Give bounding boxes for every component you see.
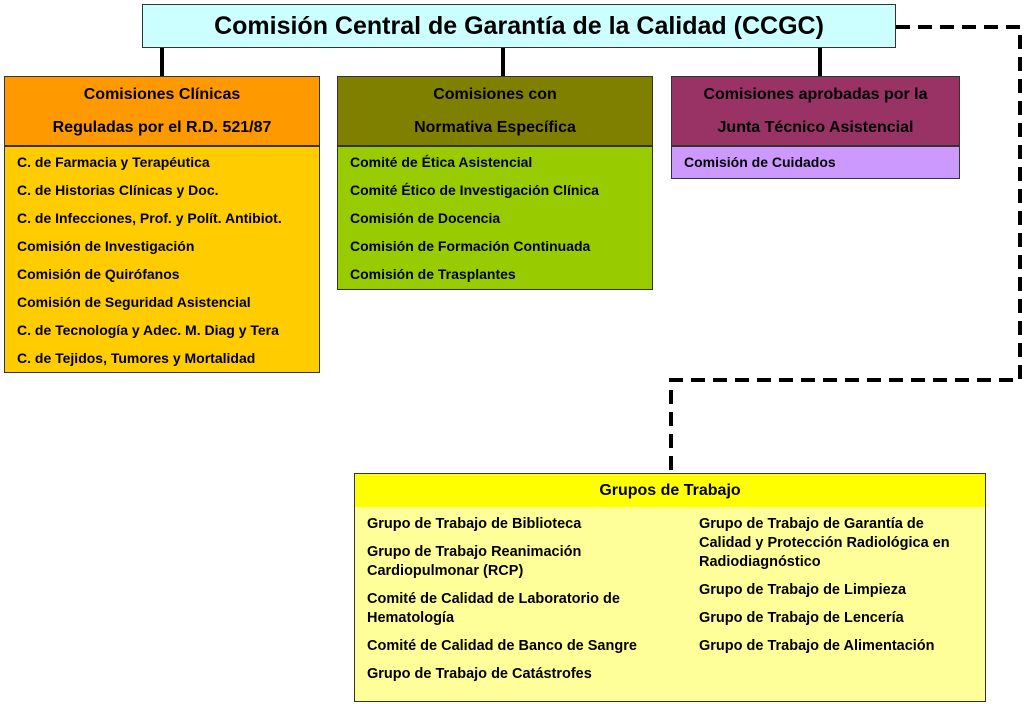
grupos-left-column: Grupo de Trabajo de Biblioteca Grupo de … bbox=[367, 515, 667, 693]
grupos-right-column: Grupo de Trabajo de Garantía de Calidad … bbox=[699, 515, 979, 665]
list-item: Grupo de Trabajo de Catástrofes bbox=[367, 666, 592, 682]
list-item: C. de Tejidos, Tumores y Mortalidad bbox=[17, 350, 256, 366]
clinicas-list: C. de Farmacia y Terapéutica C. de Histo… bbox=[4, 146, 320, 373]
normativa-header: Comisiones con Normativa Específica bbox=[337, 76, 653, 146]
list-item: C. de Tecnología y Adec. M. Diag y Tera bbox=[17, 322, 279, 338]
connector-line bbox=[160, 48, 164, 76]
header-line: Normativa Específica bbox=[414, 119, 576, 136]
list-item: Grupo de Trabajo de Alimentación bbox=[699, 638, 935, 654]
list-item: Comité de Calidad de Laboratorio de Hema… bbox=[367, 591, 620, 626]
list-item: Grupo de Trabajo de Lencería bbox=[699, 610, 904, 626]
header-line: Reguladas por el R.D. 521/87 bbox=[52, 119, 272, 136]
grupos-body: Grupo de Trabajo de Biblioteca Grupo de … bbox=[354, 507, 986, 702]
header-line: Comisiones con bbox=[433, 86, 557, 103]
junta-list: Comisión de Cuidados bbox=[671, 146, 960, 179]
list-item: Comisión de Investigación bbox=[17, 238, 195, 254]
normativa-list: Comité de Ética Asistencial Comité Ético… bbox=[337, 146, 653, 290]
list-item: C. de Historias Clínicas y Doc. bbox=[17, 182, 219, 198]
list-item: Comité de Calidad de Banco de Sangre bbox=[367, 638, 637, 654]
list-item: Grupo de Trabajo de Garantía de Calidad … bbox=[699, 516, 950, 570]
list-item: Comisión de Formación Continuada bbox=[350, 238, 591, 254]
connector-line bbox=[818, 48, 822, 76]
grupos-header: Grupos de Trabajo bbox=[354, 473, 986, 508]
grupos-title: Grupos de Trabajo bbox=[599, 482, 741, 499]
list-item: Grupo de Trabajo de Limpieza bbox=[699, 582, 907, 598]
list-item: Comisión de Docencia bbox=[350, 210, 501, 226]
list-item: C. de Farmacia y Terapéutica bbox=[17, 154, 210, 170]
list-item: Grupo de Trabajo de Biblioteca bbox=[367, 516, 582, 532]
list-item: Comisión de Quirófanos bbox=[17, 266, 180, 282]
clinicas-header: Comisiones Clínicas Reguladas por el R.D… bbox=[4, 76, 320, 146]
list-item: Comisión de Trasplantes bbox=[350, 266, 516, 282]
list-item: Comité de Ética Asistencial bbox=[350, 154, 533, 170]
header-line: Junta Técnico Asistencial bbox=[717, 119, 914, 136]
ccgc-title: Comisión Central de Garantía de la Calid… bbox=[214, 11, 824, 40]
header-line: Comisiones Clínicas bbox=[83, 86, 241, 103]
junta-header: Comisiones aprobadas por la Junta Técnic… bbox=[671, 76, 960, 146]
list-item: Grupo de Trabajo Reanimación Cardiopulmo… bbox=[367, 544, 582, 579]
list-item: Comisión de Cuidados bbox=[684, 154, 836, 170]
list-item: Comité Ético de Investigación Clínica bbox=[350, 182, 599, 198]
ccgc-title-box: Comisión Central de Garantía de la Calid… bbox=[142, 4, 896, 48]
header-line: Comisiones aprobadas por la bbox=[703, 86, 928, 103]
list-item: C. de Infecciones, Prof. y Polít. Antibi… bbox=[17, 210, 282, 226]
connector-line bbox=[501, 48, 505, 76]
list-item: Comisión de Seguridad Asistencial bbox=[17, 294, 251, 310]
